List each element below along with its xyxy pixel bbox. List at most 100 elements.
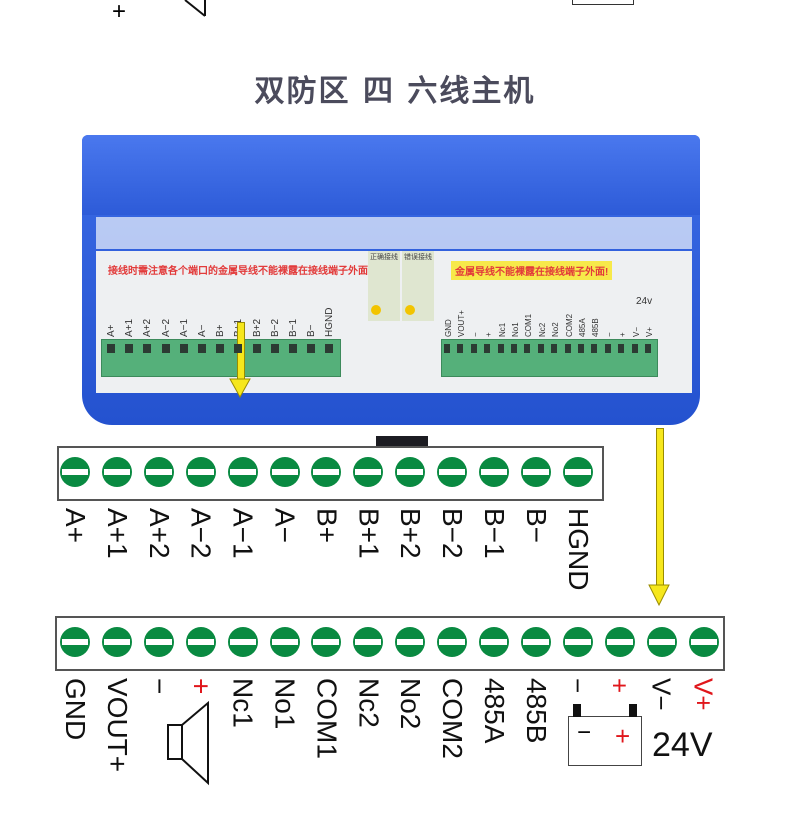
terminal-label: COM2: [437, 678, 469, 759]
terminal-hole: [551, 344, 558, 353]
terminal-hole: [234, 344, 243, 353]
terminal-label: 485A: [479, 678, 510, 744]
device-terminal-label: B+2: [251, 318, 263, 337]
battery-plus: +: [615, 721, 631, 751]
device-terminal-label: COM2: [564, 313, 574, 337]
terminal-hole: [497, 344, 504, 353]
terminal-hole: [444, 344, 450, 353]
partial-box: [572, 0, 634, 5]
terminal-screw[interactable]: [562, 627, 593, 657]
device-terminal-label: B−: [306, 324, 318, 337]
alarm-host-device: 接线时需注意各个端口的金属导线不能裸露在接线端子外面! 金属导线不能裸露在接线端…: [82, 135, 700, 464]
terminal-screw[interactable]: [437, 457, 468, 487]
device-terminal-label: A+1: [124, 318, 136, 337]
terminal-hole: [484, 344, 491, 353]
terminal-screw[interactable]: [562, 457, 593, 487]
terminal-screw[interactable]: [101, 627, 132, 657]
device-cover: [82, 135, 700, 215]
terminal-screw[interactable]: [688, 627, 719, 657]
battery-minus: −: [577, 719, 592, 746]
terminal-screw[interactable]: [101, 457, 132, 487]
device-terminal-label: HGND: [324, 307, 336, 337]
terminal-hole: [325, 344, 334, 353]
terminal-screw[interactable]: [185, 627, 216, 657]
correct-wiring-label: 正确接线: [370, 254, 398, 261]
terminal-label: B+1: [353, 508, 385, 559]
arrow-1-head: [229, 378, 251, 398]
terminal-screw[interactable]: [227, 627, 258, 657]
terminal-screw[interactable]: [143, 457, 174, 487]
terminal-screw[interactable]: [143, 627, 174, 657]
device-terminal-label: A−: [197, 324, 208, 337]
partial-speaker-icon: [184, 0, 206, 17]
terminal-label: A−: [269, 508, 301, 544]
terminal-hole: [252, 344, 261, 353]
terminal-label: +: [604, 678, 635, 694]
page-title: 双防区 四 六线主机: [254, 74, 536, 109]
terminal-screw[interactable]: [479, 627, 509, 657]
terminal-screw[interactable]: [479, 457, 509, 487]
terminal-hole: [107, 344, 115, 353]
terminal-screw[interactable]: [353, 627, 384, 657]
device-terminal-label: 485B: [591, 318, 601, 337]
terminal-hole: [289, 344, 297, 353]
warning-right: 金属导线不能裸露在接线端子外面!: [451, 261, 613, 280]
device-terminal-label: No1: [511, 322, 520, 337]
terminal-hole: [578, 344, 584, 353]
terminal-screw[interactable]: [311, 627, 342, 657]
terminal-label: A+2: [143, 508, 175, 559]
device-terminal-label: A+2: [142, 318, 154, 337]
terminal-screw[interactable]: [269, 627, 300, 657]
terminal-label: 485B: [520, 678, 552, 744]
device-label-panel: 接线时需注意各个端口的金属导线不能裸露在接线端子外面! 金属导线不能裸露在接线端…: [96, 251, 692, 464]
terminal-label: A−1: [227, 508, 259, 559]
terminal-hole: [631, 344, 638, 353]
terminal-screw[interactable]: [646, 627, 677, 657]
warning-left: 接线时需注意各个端口的金属导线不能裸露在接线端子外面!: [108, 266, 372, 277]
terminal-label: A+1: [101, 508, 133, 559]
terminal-screw[interactable]: [269, 457, 300, 487]
terminal-screw[interactable]: [604, 627, 635, 657]
wrong-wiring-label: 错误接线: [404, 254, 432, 261]
terminal-screw[interactable]: [60, 627, 90, 657]
check-icon: [371, 305, 381, 315]
terminal-hole: [537, 344, 544, 353]
terminal-label: B+: [311, 508, 343, 544]
right-terminal-block: [441, 339, 658, 377]
terminal-label: +: [185, 678, 217, 695]
terminal-screw[interactable]: [353, 457, 384, 487]
device-terminal-label: B+: [215, 324, 227, 337]
speaker-icon: [167, 700, 209, 786]
terminal-screw[interactable]: [395, 627, 426, 657]
terminal-screw[interactable]: [520, 627, 551, 657]
terminal-screw[interactable]: [227, 457, 258, 487]
device-terminal-label: B−1: [288, 318, 299, 337]
terminal-hole: [270, 344, 279, 353]
arrow-2-shaft: [656, 428, 664, 588]
device-terminal-label: Nc2: [537, 322, 547, 337]
device-window: [96, 217, 692, 249]
device-terminal-label: COM1: [524, 313, 534, 337]
cross-icon: [405, 305, 415, 315]
terminal-hole: [524, 344, 531, 353]
terminal-hole: [179, 344, 188, 353]
terminal-screw[interactable]: [437, 627, 468, 657]
terminal-hole: [604, 344, 611, 353]
device-terminal-label: A−2: [160, 318, 172, 337]
terminal-hole: [591, 344, 598, 353]
terminal-screw[interactable]: [60, 457, 90, 487]
terminal-label: B−1: [479, 508, 510, 559]
terminal-hole: [470, 344, 477, 353]
terminal-label: B−: [520, 508, 552, 544]
device-terminal-label: B−2: [269, 318, 281, 337]
battery-icon: − +: [568, 704, 642, 766]
terminal-label: HGND: [562, 508, 594, 591]
terminal-screw[interactable]: [311, 457, 342, 487]
terminal-screw[interactable]: [520, 457, 551, 487]
terminal-screw[interactable]: [185, 457, 216, 487]
terminal-label: −: [562, 678, 593, 694]
terminal-screw[interactable]: [395, 457, 426, 487]
device-terminal-label: Nc1: [497, 322, 507, 337]
terminal-label: GND: [60, 678, 91, 741]
device-battery-label: 24v: [636, 296, 653, 307]
